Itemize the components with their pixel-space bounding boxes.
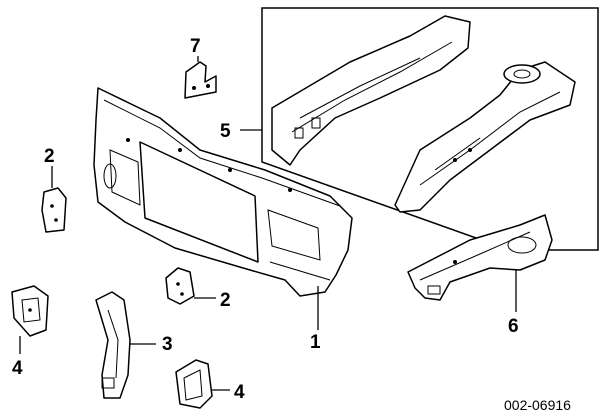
part-5-frame-rails (271, 15, 576, 213)
callout-6: 6 (508, 316, 519, 337)
part-4-left-bracket (11, 285, 49, 337)
callout-2-center: 2 (220, 290, 231, 311)
callout-4-lower: 4 (234, 382, 245, 403)
part-2-upper-bracket (41, 187, 67, 233)
part-7-bracket (184, 61, 217, 99)
part-3-brace (95, 291, 131, 399)
part-number: 002-06916 (504, 397, 571, 413)
callout-3: 3 (162, 334, 173, 355)
callout-4-left: 4 (12, 358, 23, 379)
part-4-lower-bracket (175, 359, 213, 409)
callout-1: 1 (310, 332, 321, 353)
part-6-rail-extension (407, 214, 553, 301)
callout-2-upper: 2 (44, 146, 55, 167)
leader-lines (19, 56, 517, 391)
callout-5: 5 (220, 121, 231, 142)
callout-7: 7 (190, 36, 201, 57)
part-1-radiator-support (93, 87, 353, 297)
part-2-center-bracket (165, 267, 195, 305)
